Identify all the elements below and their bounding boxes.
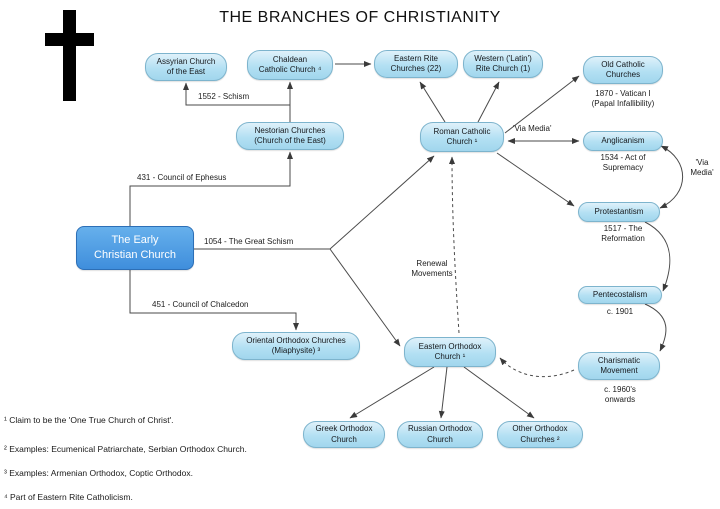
label-via-media-left: 'Via Media' (513, 124, 552, 133)
label-1870-vatican-i: 1870 - Vatican I (Papal Infallibility) (591, 89, 655, 109)
node-nestorian-churches: Nestorian Churches (Church of the East) (236, 122, 344, 150)
arrow-eastern-orthodox-to-greek (349, 366, 435, 419)
arrow-schism-to-eastern-orthodox (329, 248, 401, 347)
label-1517-reformation: 1517 - The Reformation (601, 224, 645, 244)
footnote-one-true-church: ¹ Claim to be the 'One True Church of Ch… (4, 415, 174, 425)
label-c-1960s-onwards: c. 1960's onwards (604, 385, 636, 405)
node-pentecostalism: Pentecostalism (578, 286, 662, 304)
diagram-title: THE BRANCHES OF CHRISTIANITY (219, 9, 501, 26)
label-1534-act-of-supremacy: 1534 - Act of Supremacy (600, 153, 646, 173)
footnote-eastern-rite: ⁴ Part of Eastern Rite Catholicism. (4, 492, 133, 502)
label-431-council-of-ephesus: 431 - Council of Ephesus (137, 173, 227, 182)
node-charismatic-movement: Charismatic Movement (578, 352, 660, 380)
node-early-christian-church: The Early Christian Church (76, 226, 194, 270)
node-protestantism: Protestantism (578, 202, 660, 222)
cross-horizontal-bar (45, 33, 94, 46)
node-assyrian-church: Assyrian Church of the East (145, 53, 227, 81)
node-western-latin-rite-church: Western ('Latin') Rite Church (1) (463, 50, 543, 78)
arrow-roman-to-eastern-rite (419, 81, 446, 123)
arrow-eastern-orthodox-to-russian (438, 366, 448, 419)
arrow-renewal-to-roman-catholic (449, 156, 460, 334)
node-russian-orthodox-church: Russian Orthodox Church (397, 421, 483, 448)
node-roman-catholic-church: Roman Catholic Church ¹ (420, 122, 504, 152)
arrow-nestorian-to-assyrian-1552 (183, 82, 291, 122)
label-via-media-right: 'Via Media' (690, 158, 714, 178)
arrow-pentecostalism-to-charismatic (644, 303, 667, 352)
node-eastern-rite-churches: Eastern Rite Churches (22) (374, 50, 458, 78)
label-1054-great-schism: 1054 - The Great Schism (204, 237, 294, 246)
node-greek-orthodox-church: Greek Orthodox Church (303, 421, 385, 448)
arrow-schism-to-roman-catholic (329, 155, 435, 250)
node-old-catholic-churches: Old Catholic Churches (583, 56, 663, 84)
node-anglicanism: Anglicanism (583, 131, 663, 151)
footnote-oriental-examples: ³ Examples: Armenian Orthodox, Coptic Or… (4, 468, 193, 478)
cross-icon (45, 10, 94, 101)
node-oriental-orthodox-churches: Oriental Orthodox Churches (Miaphysite) … (232, 332, 360, 360)
label-1552-schism: 1552 - Schism (198, 92, 250, 101)
label-renewal-movements: Renewal Movements (411, 259, 453, 279)
arrow-early-to-oriental-chalcedon (129, 270, 299, 331)
arrow-roman-to-western-rite (477, 81, 500, 123)
arrow-anglicanism-protestantism-via-media (659, 145, 684, 209)
arrow-roman-to-protestantism (496, 152, 575, 207)
arrow-roman-to-old-catholic (504, 75, 580, 134)
arrow-protestantism-to-pentecostalism (644, 221, 671, 292)
node-chaldean-catholic-church: Chaldean Catholic Church ⁴ (247, 50, 333, 80)
arrow-eastern-orthodox-to-other (463, 366, 535, 419)
node-eastern-orthodox-church: Eastern Orthodox Church ¹ (404, 337, 496, 367)
footnote-orthodox-examples: ² Examples: Ecumenical Patriarchate, Ser… (4, 444, 247, 454)
arrow-early-to-nestorian-ephesus (129, 151, 293, 226)
cross-vertical-bar (63, 10, 76, 101)
label-c-1901: c. 1901 (606, 307, 634, 316)
arrow-charismatic-to-eastern-orthodox (499, 357, 575, 378)
node-other-orthodox-churches: Other Orthodox Churches ² (497, 421, 583, 448)
label-451-council-of-chalcedon: 451 - Council of Chalcedon (152, 300, 249, 309)
